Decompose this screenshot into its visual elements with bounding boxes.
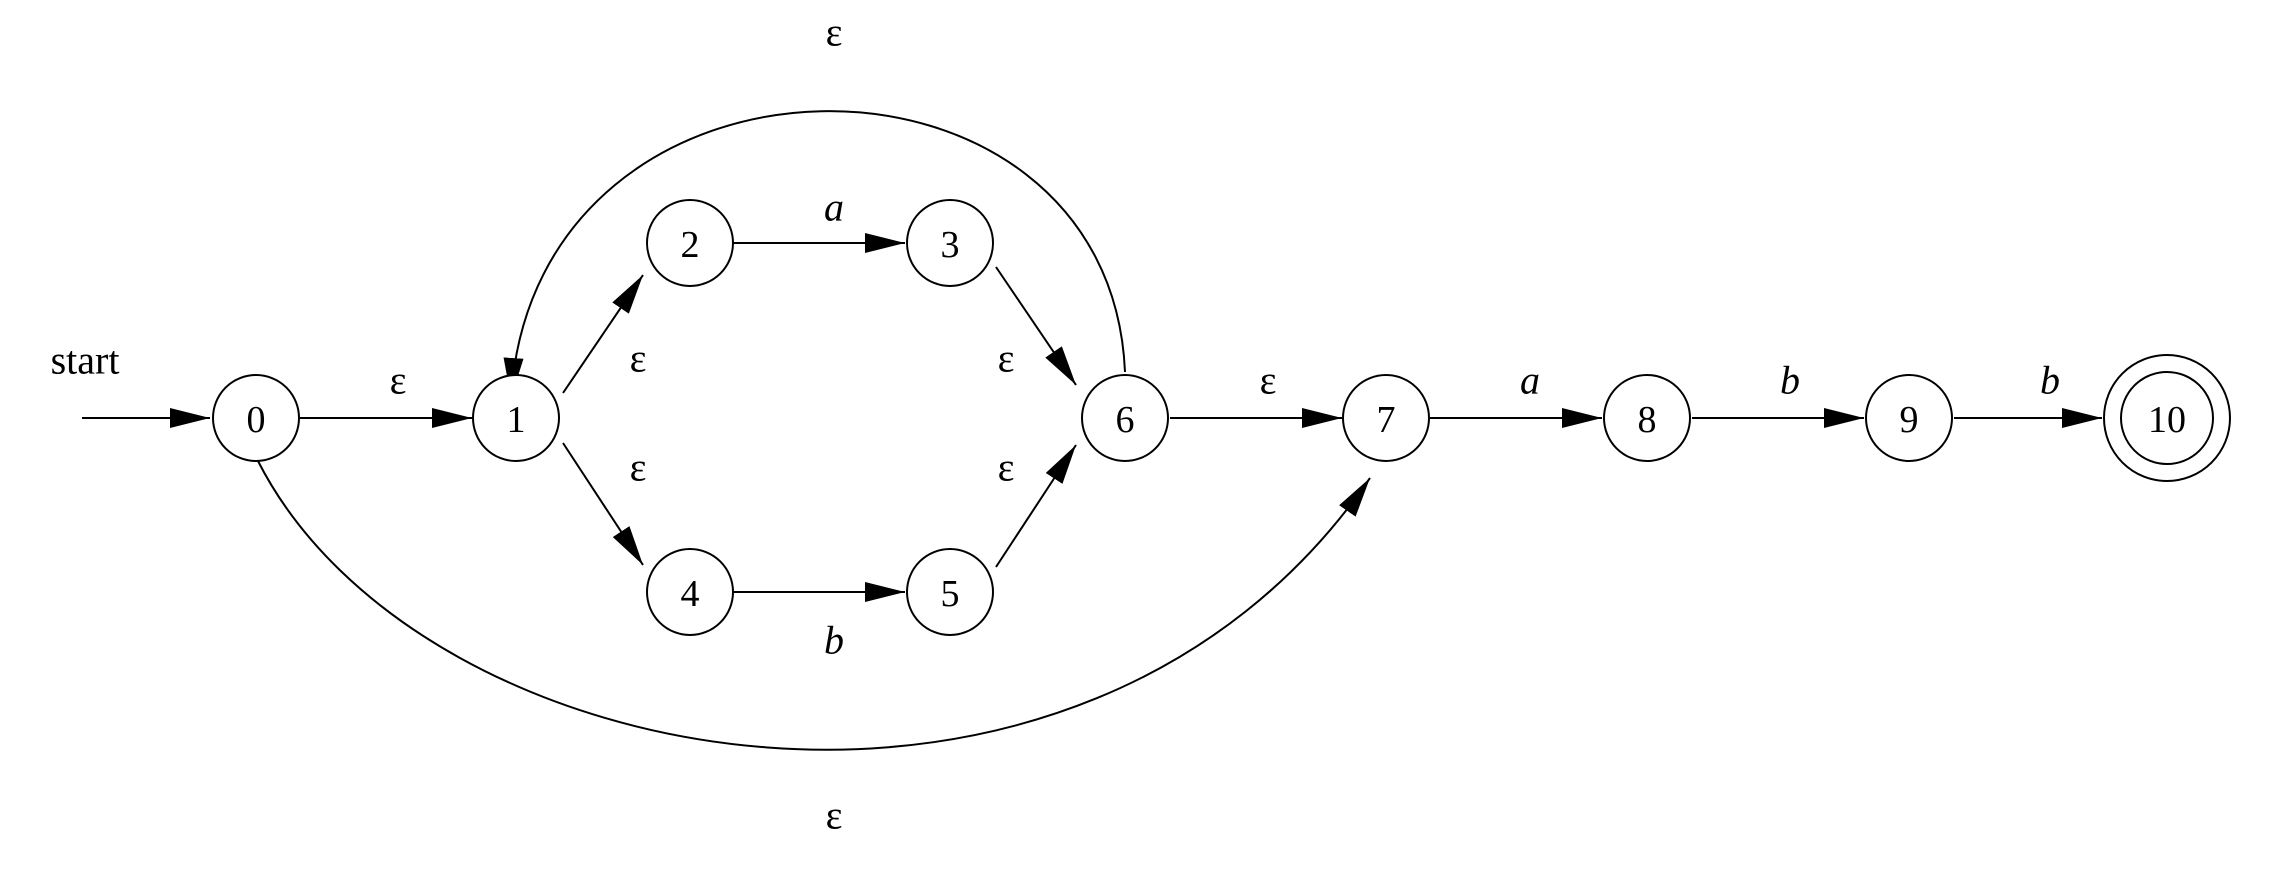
edge-1-4 — [562, 442, 644, 566]
state-6: 6 — [1081, 374, 1169, 462]
edge-label-5-6: ε — [998, 445, 1015, 490]
state-label: 7 — [1377, 399, 1396, 441]
edge-label-4-5: b — [824, 618, 844, 663]
edge-label-1-4: ε — [630, 445, 647, 490]
state-circle — [906, 548, 994, 636]
state-circle — [1081, 374, 1169, 462]
state-5: 5 — [906, 548, 994, 636]
edge-label-6-1: ε — [826, 10, 843, 55]
start-label: start — [51, 338, 120, 383]
edge-label-8-9: b — [1780, 358, 1800, 403]
edge-3-6 — [995, 266, 1077, 386]
state-label: 0 — [247, 399, 266, 441]
state-label: 5 — [941, 573, 960, 615]
state-circle — [1342, 374, 1430, 462]
state-label: 4 — [681, 573, 700, 615]
state-circle — [1603, 374, 1691, 462]
state-1: 1 — [472, 374, 560, 462]
edge-1-2 — [562, 274, 644, 394]
state-3: 3 — [906, 199, 994, 287]
edge-label-6-7: ε — [1260, 358, 1277, 403]
state-circle — [646, 548, 734, 636]
state-4: 4 — [646, 548, 734, 636]
state-7: 7 — [1342, 374, 1430, 462]
state-8: 8 — [1603, 374, 1691, 462]
state-9: 9 — [1865, 374, 1953, 462]
edge-6-1 — [503, 110, 1126, 399]
edge-label-3-6: ε — [998, 336, 1015, 381]
state-label: 9 — [1900, 399, 1919, 441]
state-label: 2 — [681, 224, 700, 266]
state-0: 0 — [212, 374, 300, 462]
state-2: 2 — [646, 199, 734, 287]
state-circle — [212, 374, 300, 462]
state-circle — [472, 374, 560, 462]
state-circle — [646, 199, 734, 287]
state-label: 8 — [1638, 399, 1657, 441]
state-10-accepting: 10 — [2103, 354, 2231, 482]
edge-label-1-2: ε — [630, 336, 647, 381]
edge-label-9-10: b — [2040, 358, 2060, 403]
edge-0-7 — [257, 460, 1371, 751]
edge-label-7-8: a — [1520, 358, 1540, 403]
edge-5-6 — [995, 444, 1077, 568]
state-circle — [906, 199, 994, 287]
state-label: 1 — [507, 399, 526, 441]
state-circle — [1865, 374, 1953, 462]
edge-label-0-7: ε — [826, 793, 843, 838]
state-label: 6 — [1116, 399, 1135, 441]
state-label: 10 — [2148, 399, 2186, 441]
edge-label-0-1: ε — [390, 358, 407, 403]
state-label: 3 — [941, 224, 960, 266]
edge-label-2-3: a — [824, 185, 844, 230]
state-inner-circle — [2120, 371, 2214, 465]
